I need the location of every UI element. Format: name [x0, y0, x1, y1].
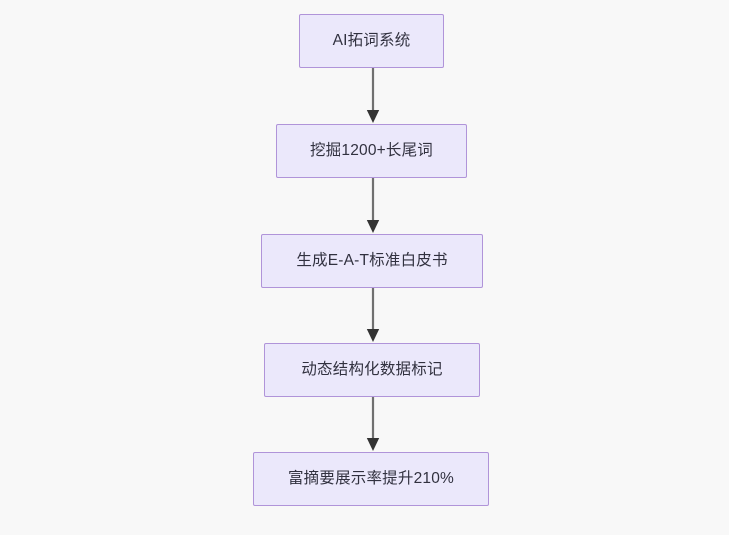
flow-node-label: 富摘要展示率提升210% [287, 469, 455, 487]
flow-node-dynamic-structured-data-markup[interactable]: 动态结构化数据标记 [264, 343, 480, 397]
edge-n1-n2 [362, 68, 384, 124]
flow-node-label: 动态结构化数据标记 [301, 360, 443, 378]
edge-n4-n5 [362, 397, 384, 452]
flow-node-generate-eat-whitepaper[interactable]: 生成E-A-T标准白皮书 [261, 234, 483, 288]
flow-node-mine-longtail-keywords[interactable]: 挖掘1200+长尾词 [276, 124, 467, 178]
flow-node-label: AI拓词系统 [332, 31, 411, 49]
edge-n3-n4 [362, 288, 384, 343]
flow-node-label: 挖掘1200+长尾词 [309, 141, 434, 159]
flow-node-label: 生成E-A-T标准白皮书 [296, 251, 448, 269]
flow-node-ai-keyword-system[interactable]: AI拓词系统 [299, 14, 444, 68]
flow-node-rich-snippet-impression-lift[interactable]: 富摘要展示率提升210% [253, 452, 489, 506]
edge-n2-n3 [362, 178, 384, 234]
